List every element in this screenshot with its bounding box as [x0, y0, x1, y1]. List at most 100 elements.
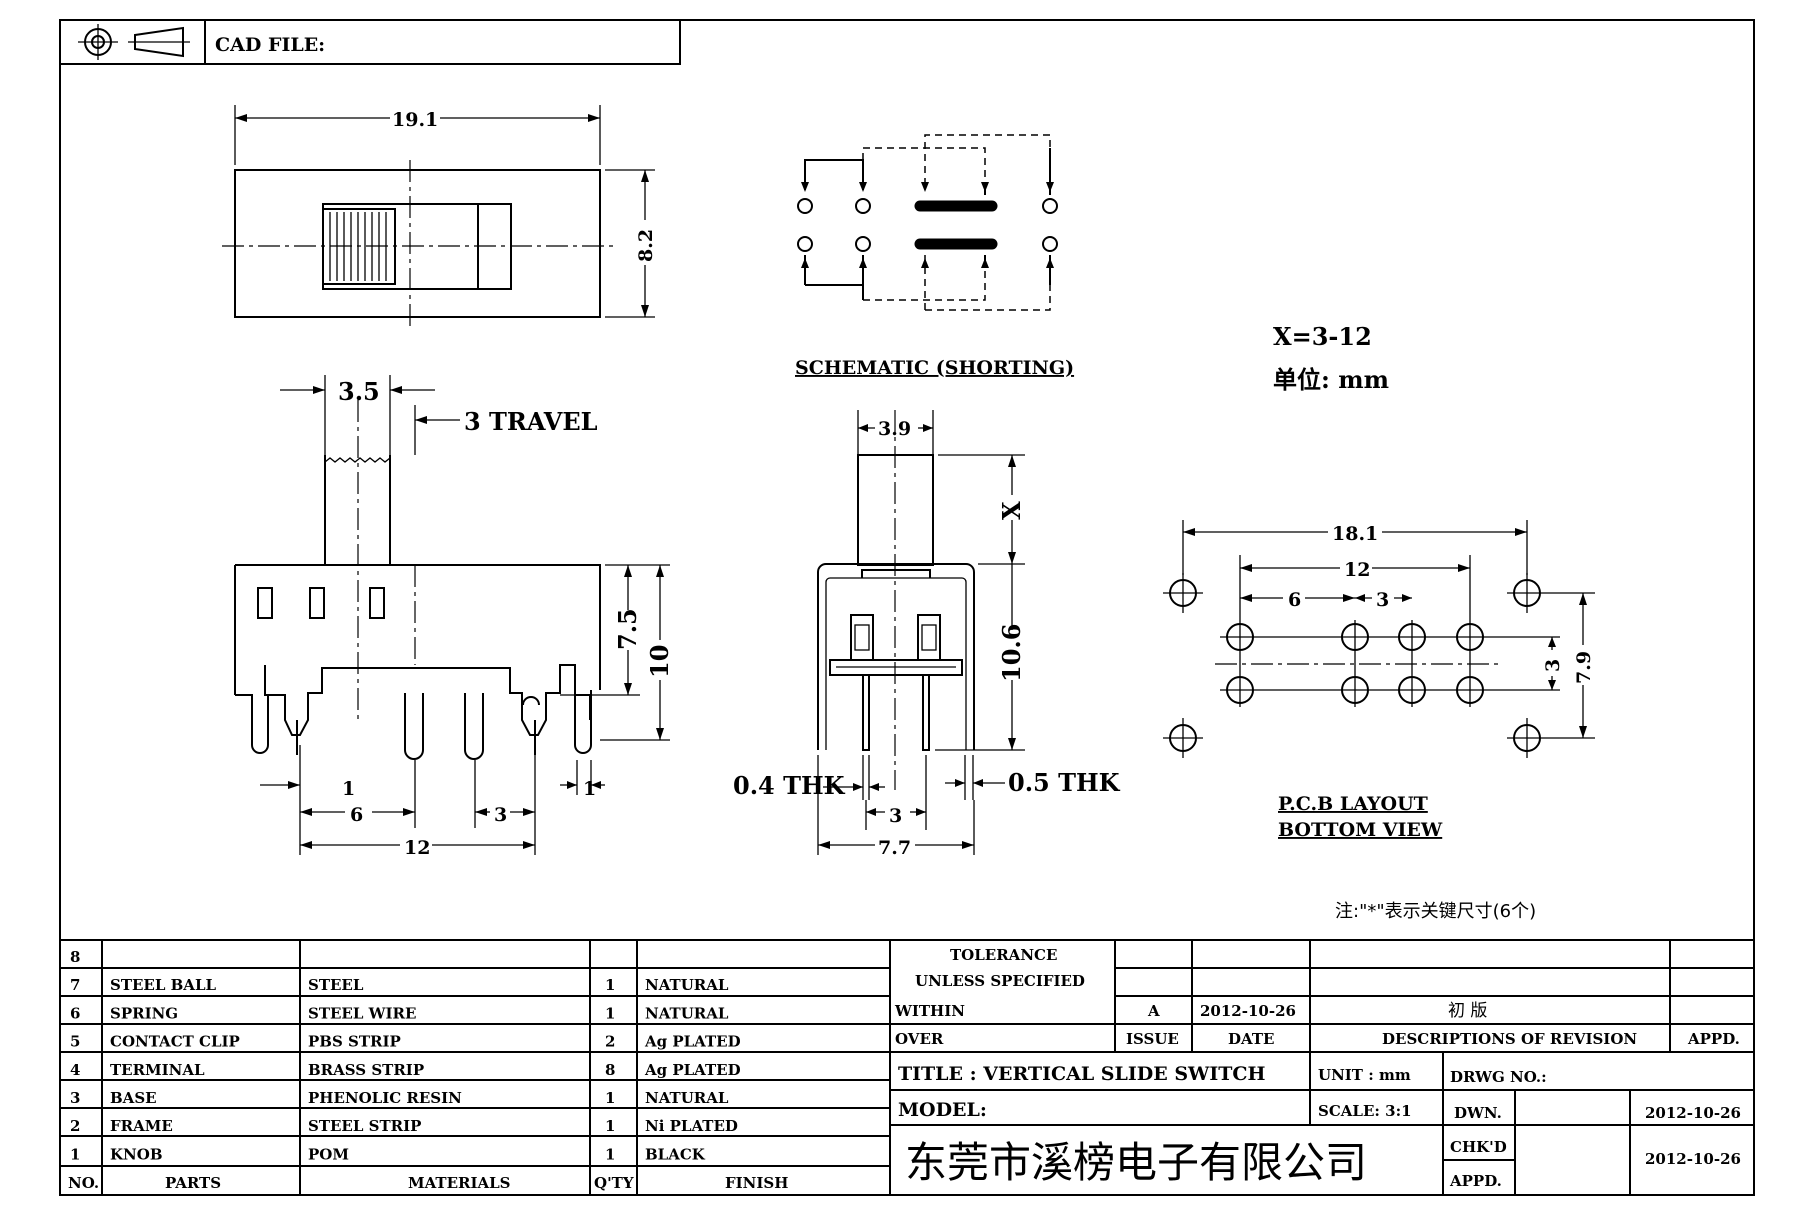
bom-header-no: NO.: [68, 1174, 99, 1192]
bom-cell-material: PHENOLIC RESIN: [308, 1089, 462, 1107]
bom-cell-no: 8: [70, 948, 80, 966]
bom-cell-no: 4: [70, 1061, 80, 1079]
bom-cell-material: STEEL STRIP: [308, 1117, 421, 1135]
projection-symbol-icon: [78, 24, 190, 60]
bom-cell-qty: 1: [605, 1089, 615, 1107]
bom-cell-part: CONTACT CLIP: [110, 1033, 240, 1051]
chkd-date: 2012-10-26: [1645, 1150, 1741, 1168]
thk-right-dim: 0.5 THK: [1008, 768, 1121, 797]
pitch-12-dim: 12: [404, 837, 430, 859]
bom-header-qty: Q'TY: [594, 1174, 634, 1192]
bom-cell-part: TERMINAL: [110, 1061, 205, 1079]
bom-cell-material: POM: [308, 1145, 349, 1163]
knob-width-dim: 3.5: [338, 377, 380, 406]
drwg-no-label: DRWG NO.:: [1450, 1068, 1547, 1086]
pcb-layout: 18.1 12 6 3 3 7.9 P.C.B LAYOUT BOTTOM VI…: [1163, 520, 1595, 841]
pin-1-right-dim: 1: [583, 778, 596, 800]
x-range-text: X=3-12: [1273, 322, 1372, 351]
front-view: 3.5 3 TRAVEL 7.5 10 1 6 3: [234, 375, 674, 859]
knob-height-dim: X: [997, 501, 1026, 520]
pcb-dim-18-1: 18.1: [1332, 523, 1378, 545]
note-text: 注:"*"表示关键尺寸(6个): [1335, 901, 1536, 922]
title-block: TOLERANCE UNLESS SPECIFIED WITHIN OVER A…: [889, 939, 1755, 1196]
bom-cell-part: STEEL BALL: [110, 976, 216, 994]
revision-desc: 初 版: [1448, 1001, 1487, 1021]
bom-cell-finish: Ag PLATED: [644, 1033, 741, 1051]
pcb-dim-7-9: 7.9: [1573, 651, 1595, 684]
pin-3-dim: 3: [494, 804, 507, 826]
pcb-dim-3: 3: [1376, 589, 1389, 611]
bom-cell-qty: 1: [605, 976, 615, 994]
bom-header-row: NO. PARTS MATERIALS Q'TY FINISH: [68, 1174, 788, 1192]
scale-label: SCALE: 3:1: [1318, 1102, 1412, 1120]
bom-cell-material: PBS STRIP: [308, 1033, 401, 1051]
top-width-dim: 19.1: [392, 109, 438, 131]
pin-1-left-dim: 1: [342, 778, 355, 800]
bom-cell-no: 1: [70, 1145, 80, 1163]
height-75-dim: 7.5: [613, 608, 642, 650]
model-label: MODEL:: [898, 1099, 987, 1121]
bom-cell-finish: Ag PLATED: [644, 1061, 741, 1079]
bom-header-materials: MATERIALS: [408, 1174, 511, 1192]
height-10-dim: 10: [645, 645, 674, 678]
bom-cell-finish: BLACK: [645, 1145, 706, 1163]
travel-dim: 3 TRAVEL: [464, 407, 598, 436]
issue-value: A: [1147, 1002, 1160, 1020]
appd-label: APPD.: [1449, 1172, 1502, 1190]
pcb-caption-2: BOTTOM VIEW: [1278, 819, 1443, 841]
bom-cell-part: KNOB: [110, 1145, 163, 1163]
body-width-dim: 7.7: [878, 837, 911, 859]
side-height-dim: 10.6: [997, 624, 1026, 682]
drawing-title: TITLE : VERTICAL SLIDE SWITCH: [898, 1063, 1266, 1085]
within-label: WITHIN: [894, 1002, 965, 1020]
top-height-dim: 8.2: [635, 229, 657, 262]
revision-appd-label: APPD.: [1687, 1030, 1740, 1048]
bom-cell-finish: NATURAL: [645, 1004, 729, 1022]
issue-date: 2012-10-26: [1200, 1002, 1296, 1020]
header-block: CAD FILE:: [59, 19, 681, 65]
bom-cell-part: BASE: [110, 1089, 157, 1107]
bom-cell-qty: 8: [605, 1061, 615, 1079]
dwn-label: DWN.: [1454, 1104, 1502, 1122]
side-view: 3.9 X 10.6 0.4 THK 0.5 THK 3: [733, 410, 1121, 859]
bom-cell-no: 6: [70, 1004, 80, 1022]
date-label: DATE: [1228, 1030, 1274, 1048]
pcb-dim-6: 6: [1288, 589, 1301, 611]
chkd-label: CHK'D: [1450, 1138, 1507, 1156]
bom-header-parts: PARTS: [165, 1174, 221, 1192]
bom-header-finish: FINISH: [725, 1174, 788, 1192]
bom-cell-material: STEEL: [308, 976, 364, 994]
pin-spacing-dim: 3: [889, 805, 902, 827]
dwn-date: 2012-10-26: [1645, 1104, 1741, 1122]
issue-label: ISSUE: [1126, 1030, 1179, 1048]
bom-cell-material: BRASS STRIP: [308, 1061, 424, 1079]
bom-cell-finish: NATURAL: [645, 976, 729, 994]
bom-cell-qty: 2: [605, 1033, 615, 1051]
unless-specified-label: UNLESS SPECIFIED: [915, 972, 1085, 990]
cad-file-label: CAD FILE:: [215, 34, 325, 56]
side-knob-width-dim: 3.9: [878, 418, 911, 440]
unit-label: UNIT : mm: [1318, 1066, 1411, 1084]
bom-cell-no: 5: [70, 1033, 80, 1051]
pcb-dim-12: 12: [1344, 559, 1370, 581]
desc-of-revision-label: DESCRIPTIONS OF REVISION: [1382, 1030, 1637, 1048]
bom-cell-no: 2: [70, 1117, 80, 1135]
bom-cell-no: 3: [70, 1089, 80, 1107]
bom-cell-qty: 1: [605, 1004, 615, 1022]
bom-cell-part: SPRING: [110, 1004, 178, 1022]
company-name: 东莞市溪榜电子有限公司: [905, 1138, 1367, 1187]
unit-text: 单位: mm: [1273, 365, 1389, 394]
over-label: OVER: [895, 1030, 944, 1048]
pin-6-dim: 6: [350, 804, 363, 826]
tolerance-label: TOLERANCE: [950, 946, 1057, 964]
bom-cell-finish: Ni PLATED: [645, 1117, 738, 1135]
bom-cell-part: FRAME: [110, 1117, 173, 1135]
bom-cell-qty: 1: [605, 1145, 615, 1163]
bom-cell-material: STEEL WIRE: [308, 1004, 416, 1022]
pcb-row-spacing: 3: [1542, 659, 1564, 672]
bom-cell-no: 7: [70, 976, 80, 994]
bom-cell-finish: NATURAL: [645, 1089, 729, 1107]
schematic: SCHEMATIC (SHORTING): [795, 134, 1074, 379]
